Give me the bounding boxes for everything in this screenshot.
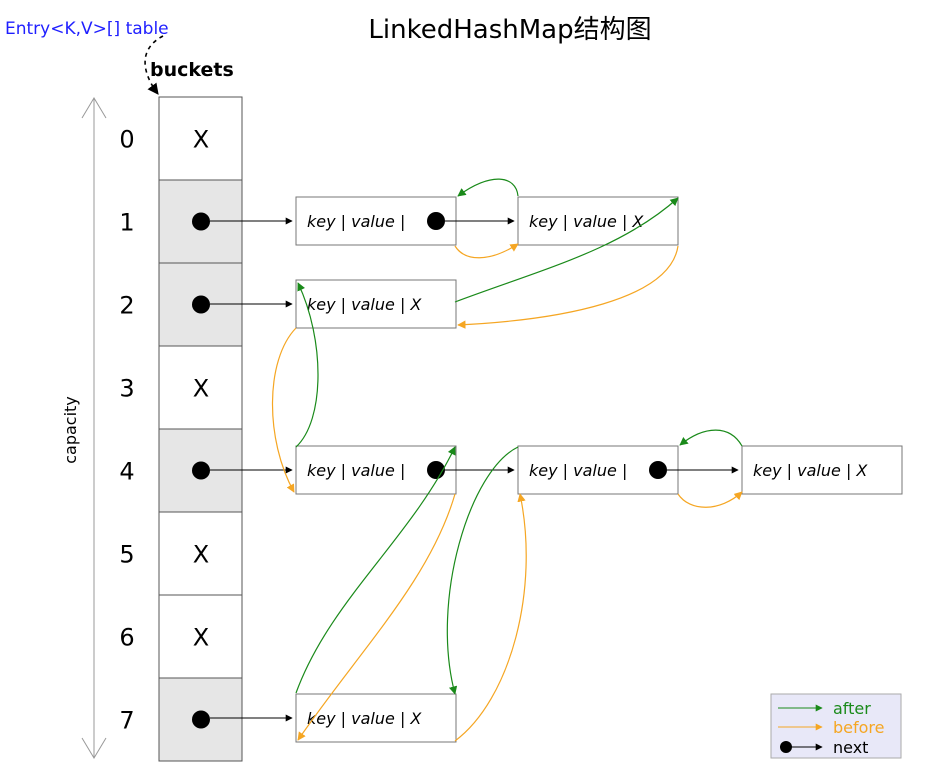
entry-sep: | [341, 461, 346, 480]
entry-sep: | [622, 461, 627, 480]
entry-node-entry7: key | value | X [295, 693, 457, 743]
capacity-label: capacity [61, 396, 80, 464]
entry-node-entry4c: key | value | X [741, 445, 903, 495]
after-links [295, 178, 743, 695]
entry-sep: | [400, 461, 405, 480]
legend-after-label: after [833, 699, 871, 718]
entry-sep: | [400, 212, 405, 231]
entry-text: key | value | X [307, 295, 422, 314]
before-link-entry7-to-entry4b [454, 493, 527, 742]
entry-text: key | value | X [529, 212, 644, 231]
before-link-entry2-to-entry4a [271, 327, 297, 493]
entry-null-mark: X [851, 461, 868, 480]
entry-value: value [568, 461, 622, 480]
bucket-index-5: 5 [119, 541, 134, 569]
entry-text: key | value | [307, 461, 405, 480]
after-link-entry7-to-entry4a [295, 446, 456, 694]
entry-null-mark: X [405, 709, 422, 728]
before-link-entry1a-to-entry1b-loop [454, 243, 519, 259]
entry-sep: | [563, 212, 568, 231]
entry-key: key [307, 461, 341, 480]
entry-key: key [529, 212, 563, 231]
entry-next-dot [427, 212, 445, 230]
after-link-entry4a-to-entry2 [295, 282, 319, 448]
bucket-index-2: 2 [119, 292, 134, 320]
entry-key: key [753, 461, 787, 480]
capacity-axis-top-arrow [81, 97, 107, 119]
before-link-entry4a-to-entry7 [297, 493, 456, 741]
entry-value: value [792, 461, 846, 480]
after-link-entry2-to-entry1b [454, 197, 679, 303]
bucket-index-6: 6 [119, 624, 134, 652]
bucket-empty-mark-5: X [193, 541, 209, 569]
before-links [271, 243, 743, 742]
entry-key: key [307, 212, 341, 231]
entry-node-entry4a: key | value | [295, 445, 457, 495]
table-label: Entry<K,V>[] table [5, 19, 169, 39]
diagram-title: LinkedHashMap结构图 [368, 15, 651, 45]
entry-node-entry1b: key | value | X [517, 196, 679, 246]
bucket-pointer-dot-2 [192, 295, 210, 314]
bucket-slot-6 [158, 594, 243, 679]
entry-text: key | value | X [307, 709, 422, 728]
entry-null-mark: X [405, 295, 422, 314]
entry-sep: | [787, 461, 792, 480]
entry-node-entry2: key | value | X [295, 279, 457, 329]
entry-box [517, 196, 679, 246]
legend: after before next [770, 693, 902, 759]
bucket-index-0: 0 [119, 126, 134, 154]
entry-key: key [307, 295, 341, 314]
next-pointers [210, 217, 739, 722]
legend-before-label: before [833, 718, 885, 737]
legend-next-label: next [833, 738, 868, 757]
entry-text: key | value | [529, 461, 627, 480]
entry-value: value [346, 461, 400, 480]
entry-value: value [346, 295, 400, 314]
entry-text: key | value | X [753, 461, 868, 480]
bucket-index-4: 4 [119, 458, 134, 486]
after-link-entry1a-to-entry1b-loop [457, 178, 519, 197]
bucket-index-1: 1 [119, 209, 134, 237]
bucket-empty-mark-3: X [193, 375, 209, 403]
entry-key: key [529, 461, 563, 480]
entry-sep: | [846, 461, 851, 480]
bucket-pointer-dot-4 [192, 461, 210, 480]
entry-key: key [307, 709, 341, 728]
entry-value: value [346, 709, 400, 728]
bucket-pointer-dot-7 [192, 710, 210, 729]
before-link-entry4b-to-entry4c-loop [677, 491, 743, 508]
capacity-axis-bottom-arrow [81, 737, 107, 759]
bucket-index-7: 7 [119, 707, 134, 735]
entry-next-dot [649, 461, 667, 479]
entry-node-entry4b: key | value | [517, 445, 679, 495]
bucket-pointer-dot-1 [192, 212, 210, 231]
entry-sep: | [400, 295, 405, 314]
bucket-index-3: 3 [119, 375, 134, 403]
entry-sep: | [563, 461, 568, 480]
after-link-entry4b-to-entry7 [446, 446, 519, 695]
entry-sep: | [400, 709, 405, 728]
before-link-entry1b-to-entry2 [457, 245, 679, 329]
entry-sep: | [341, 709, 346, 728]
entry-value: value [346, 212, 400, 231]
entry-sep: | [341, 212, 346, 231]
entry-text: key | value | [307, 212, 405, 231]
entry-box [741, 445, 903, 495]
legend-next-dot [780, 741, 792, 753]
entry-node-entry1a: key | value | [295, 196, 457, 246]
entry-sep: | [622, 212, 627, 231]
entry-box [295, 279, 457, 329]
bucket-empty-mark-0: X [193, 126, 209, 154]
buckets-label: buckets [150, 59, 234, 81]
entry-box [295, 693, 457, 743]
bucket-empty-mark-6: X [193, 624, 209, 652]
after-link-entry4c-to-entry4b-loop [679, 429, 743, 447]
entry-sep: | [341, 295, 346, 314]
bucket-slot-0 [158, 96, 243, 181]
entry-value: value [568, 212, 622, 231]
